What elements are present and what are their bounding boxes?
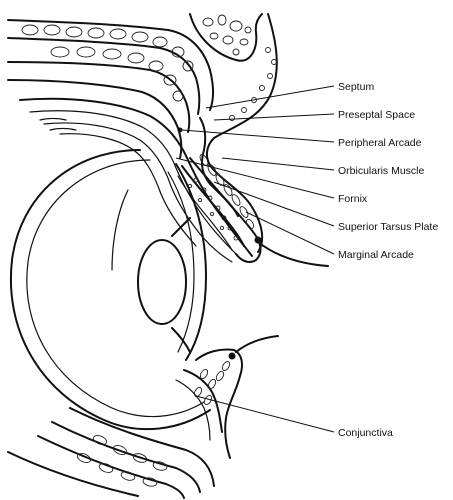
label-marginal-arcade: Marginal Arcade — [338, 249, 414, 261]
subcutaneous-fat — [229, 47, 277, 121]
lens — [137, 239, 187, 325]
lower-lid — [175, 335, 279, 459]
leader-lines — [175, 85, 335, 433]
orbicularis-bundles — [199, 154, 255, 230]
leader-fornix — [175, 157, 335, 199]
label-peripheral-arcade: Peripheral Arcade — [338, 137, 422, 149]
label-septum: Septum — [338, 81, 374, 93]
label-preseptal-space: Preseptal Space — [338, 109, 415, 121]
leader-conjunctiva — [195, 395, 335, 433]
orbital-roof-layers — [7, 19, 214, 159]
tarsal-glands — [187, 177, 239, 241]
lower-marginal-vessel — [228, 352, 236, 360]
leader-septum — [205, 85, 335, 109]
marginal-arcade-vessel — [254, 236, 262, 244]
lower-tarsal-glands — [193, 360, 231, 406]
brow-fat-lobules — [202, 14, 252, 56]
leader-orbicularis-muscle — [221, 157, 335, 171]
floor-fat-lobules — [76, 435, 168, 487]
labels: Septum Preseptal Space Peripheral Arcade… — [338, 81, 438, 439]
upper-orbit-tissue — [189, 13, 278, 253]
peripheral-arcade-vessel — [177, 127, 183, 133]
leader-preseptal-space — [213, 113, 335, 121]
label-fornix: Fornix — [338, 193, 368, 205]
eyeball — [9, 149, 211, 431]
orbital-fat-lobules — [21, 24, 194, 102]
upper-tarsus-region — [177, 127, 329, 267]
leader-marginal-arcade — [245, 211, 335, 255]
label-orbicularis-muscle: Orbicularis Muscle — [338, 165, 425, 177]
upper-lid-layers — [19, 97, 253, 263]
leader-peripheral-arcade — [181, 129, 335, 143]
leader-superior-tarsus-plate — [213, 181, 335, 227]
label-conjunctiva: Conjunctiva — [338, 427, 393, 439]
label-superior-tarsus-plate: Superior Tarsus Plate — [338, 221, 438, 233]
orbital-floor-layers — [7, 407, 215, 499]
